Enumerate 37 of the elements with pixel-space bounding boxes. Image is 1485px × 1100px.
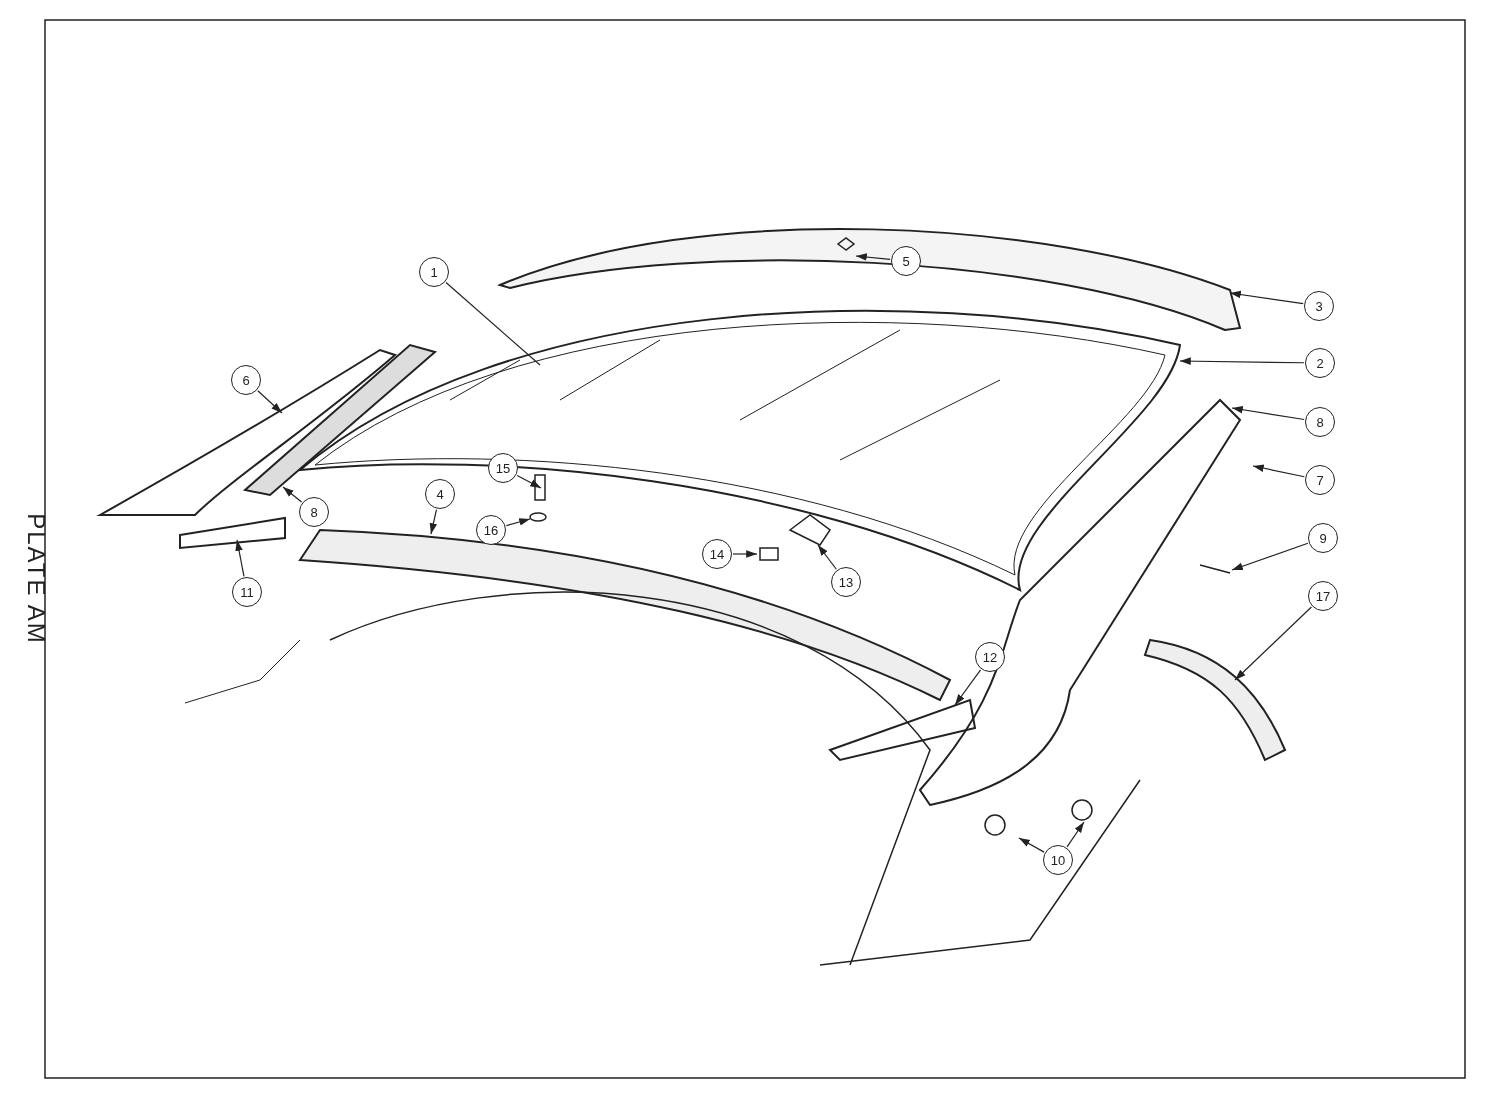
leader-line [282,486,303,503]
leader-line [1231,405,1305,421]
callout-number: 12 [975,642,1005,672]
leader-line [429,509,438,535]
callout-number: 8 [1305,407,1335,437]
callout-number: 13 [831,567,861,597]
callout-number: 11 [232,577,262,607]
leader-line [1252,464,1305,478]
callout-number: 9 [1308,523,1338,553]
leader-line [1018,837,1045,853]
plate-label: PLATE AM [21,513,50,645]
callout-number: 2 [1305,348,1335,378]
leader-line [516,474,542,489]
callout-number: 8 [299,497,329,527]
leader-line [1179,357,1305,365]
callout-number: 1 [419,257,449,287]
leader-line [732,550,758,558]
leader-line [445,281,541,366]
callout-number: 17 [1308,581,1338,611]
leader-line [235,539,245,577]
leader-line [257,390,283,414]
callout-number: 10 [1043,845,1073,875]
leader-line [954,669,982,706]
leader-line [505,518,531,527]
callout-number: 7 [1305,465,1335,495]
callout-number: 14 [702,539,732,569]
leader-line [1231,542,1309,571]
leader-line [1066,821,1085,848]
leader-line [1234,606,1313,681]
leader-line [855,253,891,261]
callout-number: 4 [425,479,455,509]
leader-line [1229,290,1304,305]
leader-line [817,544,837,570]
callout-number: 16 [476,515,506,545]
callout-number: 15 [488,453,518,483]
callout-number: 3 [1304,291,1334,321]
callout-number: 6 [231,365,261,395]
